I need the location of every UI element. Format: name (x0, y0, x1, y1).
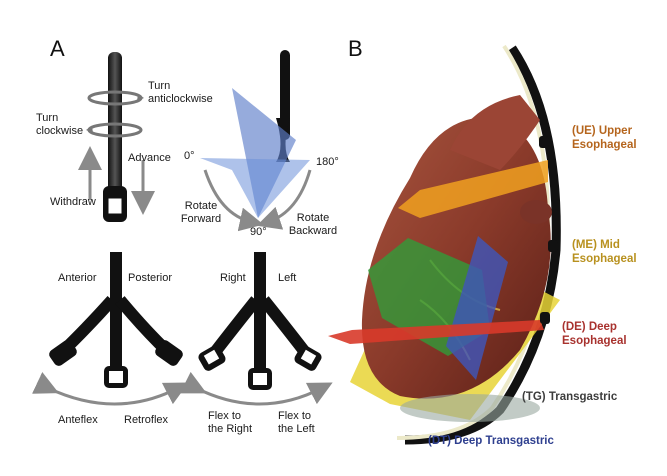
posterior-label: Posterior (128, 272, 173, 284)
probe-rotation (200, 50, 312, 232)
advance-label: Advance (128, 152, 171, 164)
heart-illustration (328, 44, 561, 445)
probe-turn-advance (78, 52, 155, 222)
anteflex-label: Anteflex (58, 414, 98, 426)
angle-180-label: 180° (316, 156, 339, 168)
view-label-deep-transgastric: (DT) Deep Transgastric (428, 435, 554, 447)
right-label: Right (220, 272, 246, 284)
angle-0-label: 0° (184, 150, 195, 162)
left-label: Left (278, 272, 297, 284)
probe-flexion-lr (179, 252, 333, 406)
retroflex-label: Retroflex (124, 414, 169, 426)
anterior-label: Anterior (58, 272, 97, 284)
panel-b-letter: B (348, 36, 363, 61)
withdraw-label: Withdraw (50, 196, 96, 208)
panel-a-letter: A (50, 36, 65, 61)
angle-90-label: 90° (250, 226, 267, 238)
probe-flexion-ap (32, 252, 189, 406)
view-label-transgastric: (TG) Transgastric (522, 391, 618, 403)
